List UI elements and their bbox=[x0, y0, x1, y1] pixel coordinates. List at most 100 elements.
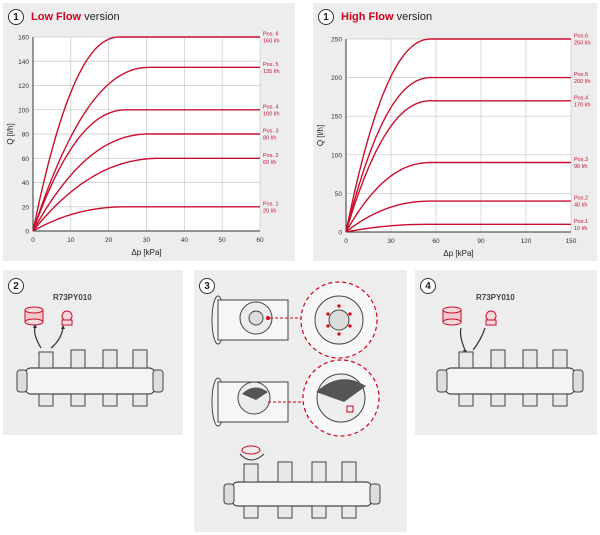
x-tick-label: 0 bbox=[31, 237, 35, 244]
series-line bbox=[345, 100, 571, 233]
low-flow-title: Low Flow version bbox=[31, 11, 120, 23]
series-label: Pos.2 bbox=[574, 196, 588, 202]
series-label: Pos. 4 bbox=[263, 104, 279, 110]
manifold-body bbox=[223, 445, 381, 519]
x-axis-label: Δp [kPa] bbox=[443, 249, 473, 258]
step-badge-1-low: 1 bbox=[8, 9, 24, 25]
series-flow-label: 250 l/h bbox=[574, 41, 591, 47]
arrow-curve-icon bbox=[50, 327, 64, 349]
x-tick-label: 20 bbox=[105, 237, 113, 244]
step-badge-3: 3 bbox=[199, 278, 215, 294]
zoom-detail-2 bbox=[302, 359, 380, 437]
x-tick-label: 10 bbox=[67, 237, 75, 244]
setting-key-icon bbox=[61, 310, 73, 326]
series-flow-label: 40 l/h bbox=[574, 203, 587, 209]
series-line bbox=[345, 161, 571, 233]
series-flow-label: 80 l/h bbox=[263, 136, 276, 142]
y-tick-label: 250 bbox=[331, 37, 342, 44]
series-flow-label: 20 l/h bbox=[263, 208, 276, 214]
x-tick-label: 90 bbox=[477, 238, 485, 245]
x-tick-label: 60 bbox=[432, 238, 440, 245]
high-flow-title-rest: version bbox=[396, 11, 433, 23]
series-line bbox=[345, 76, 571, 233]
setting-tool-icon bbox=[442, 306, 462, 326]
x-tick-label: 120 bbox=[521, 238, 532, 245]
manifold-body bbox=[16, 349, 164, 407]
series-label: Pos.5 bbox=[574, 72, 588, 78]
y-tick-label: 60 bbox=[22, 156, 30, 163]
y-tick-label: 100 bbox=[18, 107, 29, 114]
series-flow-label: 170 l/h bbox=[574, 102, 591, 108]
x-axis-label: Δp [kPa] bbox=[131, 248, 161, 257]
series-label: Pos.4 bbox=[574, 95, 588, 101]
y-tick-label: 50 bbox=[335, 191, 343, 198]
high-flow-chart: 0 50 100 150 200 250 0 30 60 90 120 150 Δp [kPa] Q [l… bbox=[316, 34, 591, 259]
arrow-up-icon bbox=[34, 326, 42, 349]
series-flow-label: 160 l/h bbox=[263, 39, 280, 45]
series-flow-label: 90 l/h bbox=[574, 164, 587, 170]
series-line bbox=[345, 38, 571, 233]
series-line bbox=[32, 66, 260, 232]
part-code-step-2: R73PY010 bbox=[53, 293, 92, 302]
x-tick-label: 150 bbox=[566, 238, 577, 245]
step-4-manifold-illustration bbox=[436, 306, 584, 407]
setting-key-icon bbox=[485, 310, 497, 326]
arrow-down-icon bbox=[459, 327, 466, 351]
high-flow-title-red: High Flow bbox=[341, 11, 394, 23]
series-line bbox=[32, 36, 260, 232]
plot-area bbox=[346, 39, 571, 232]
y-tick-label: 0 bbox=[338, 230, 342, 237]
y-tick-label: 80 bbox=[22, 132, 30, 139]
valve-top-view-1 bbox=[211, 295, 289, 345]
series-label: Pos. 2 bbox=[263, 153, 279, 159]
setting-tool-icon bbox=[24, 306, 44, 326]
y-tick-label: 150 bbox=[331, 114, 342, 121]
series-label: Pos. 5 bbox=[263, 62, 279, 68]
step-3-detail-illustration bbox=[211, 281, 381, 519]
series-label: Pos.1 bbox=[574, 219, 588, 225]
series-flow-label: 60 l/h bbox=[263, 160, 276, 166]
series-flow-label: 135 l/h bbox=[263, 69, 280, 75]
x-tick-label: 0 bbox=[344, 238, 348, 245]
y-tick-label: 100 bbox=[331, 152, 342, 159]
y-tick-label: 200 bbox=[331, 75, 342, 82]
x-tick-label: 50 bbox=[219, 237, 227, 244]
y-tick-label: 140 bbox=[18, 59, 29, 66]
part-code-step-4: R73PY010 bbox=[476, 293, 515, 302]
series-label: Pos. 1 bbox=[263, 201, 279, 207]
manifold-body bbox=[436, 349, 584, 407]
rotate-arrow-icon bbox=[239, 453, 265, 461]
y-axis-label: Q [l/h] bbox=[6, 123, 15, 144]
zoom-detail-1 bbox=[300, 281, 378, 359]
series-line bbox=[345, 223, 571, 233]
x-tick-label: 60 bbox=[256, 237, 264, 244]
series-line bbox=[32, 133, 260, 232]
step-badge-1-high: 1 bbox=[318, 9, 334, 25]
y-tick-label: 120 bbox=[18, 83, 29, 90]
series-line bbox=[32, 109, 260, 232]
low-flow-title-rest: version bbox=[84, 11, 120, 23]
y-tick-label: 0 bbox=[25, 229, 29, 236]
low-flow-chart: 0 20 40 60 80 100 120 140 160 0 10 20 30 40 50 60 Δp [kP… bbox=[6, 32, 280, 258]
series-flow-label: 200 l/h bbox=[574, 79, 591, 85]
step-2-manifold-illustration bbox=[16, 306, 164, 407]
series-label: Pos.6 bbox=[574, 34, 588, 40]
high-flow-title: High Flow version bbox=[341, 11, 432, 23]
y-tick-label: 40 bbox=[22, 180, 30, 187]
series-line bbox=[32, 157, 260, 232]
series-flow-label: 100 l/h bbox=[263, 111, 280, 117]
series-line bbox=[345, 200, 571, 233]
series-flow-label: 10 l/h bbox=[574, 226, 587, 232]
series-label: Pos. 6 bbox=[263, 32, 279, 38]
y-tick-label: 160 bbox=[18, 35, 29, 42]
x-tick-label: 40 bbox=[181, 237, 189, 244]
y-axis-label: Q [l/h] bbox=[316, 125, 325, 146]
step-2-panel bbox=[3, 270, 183, 435]
arrow-curve-icon bbox=[472, 327, 486, 351]
series-label: Pos. 3 bbox=[263, 129, 279, 135]
step-badge-2: 2 bbox=[8, 278, 24, 294]
x-tick-label: 30 bbox=[143, 237, 151, 244]
x-tick-label: 30 bbox=[387, 238, 395, 245]
y-tick-label: 20 bbox=[22, 204, 30, 211]
low-flow-title-red: Low Flow bbox=[31, 11, 82, 23]
